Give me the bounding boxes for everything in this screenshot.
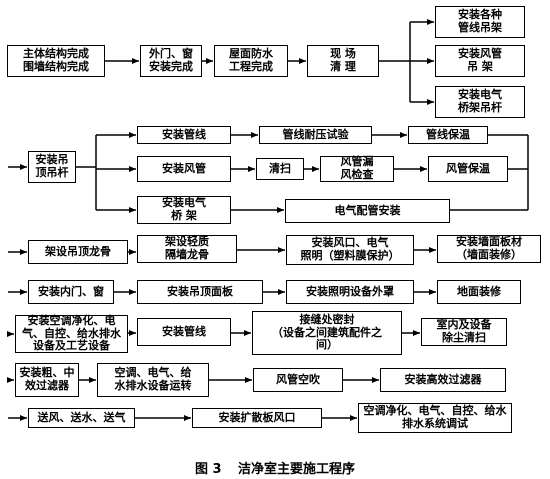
- process-box-b28-line: 接缝处密封: [299, 313, 355, 327]
- process-box-b15-line: 风管保温: [446, 161, 490, 175]
- process-box-b28: 接缝处密封（设备之间建筑配件之间）: [252, 311, 402, 355]
- process-box-b6-line: 安装风管: [458, 47, 502, 61]
- process-box-b9: 安装管线: [137, 126, 231, 144]
- process-box-b28-line: 间）: [316, 338, 338, 352]
- process-box-b19-line: 隔墙龙骨: [165, 248, 209, 261]
- process-box-b2: 外门、窗安装完成: [140, 45, 202, 77]
- process-box-b33-line: 安装高效过滤器: [404, 372, 482, 386]
- figure-caption: 图 3 洁净室主要施工程序: [0, 458, 550, 477]
- process-box-b29: 室内及设备除尘清扫: [421, 318, 507, 346]
- process-box-b6-line: 吊 架: [467, 60, 493, 73]
- process-box-b13-line: 清扫: [269, 161, 291, 175]
- process-box-b2-line: 安装完成: [149, 60, 193, 73]
- process-box-b28-line: （设备之间建筑配件之: [272, 325, 382, 339]
- process-box-b17: 电气配管安装: [285, 199, 450, 223]
- process-box-b32-line: 风管空吹: [276, 372, 320, 386]
- process-box-b7: 安装电气桥架吊杆: [435, 86, 525, 118]
- process-box-b20: 安装风口、电气照明（塑料膜保护）: [286, 235, 414, 265]
- process-box-b19: 架设轻质隔墙龙骨: [137, 235, 237, 263]
- process-box-b16-line: 安装电气: [162, 196, 206, 210]
- process-box-b1-line: 围墙结构完成: [23, 60, 89, 73]
- process-box-b11-line: 管线保温: [426, 127, 470, 141]
- process-box-b18-line: 架设吊顶龙骨: [45, 244, 111, 258]
- process-box-b19-line: 架设轻质: [165, 235, 209, 249]
- process-box-b21: 安装墙面板材（墙面装修）: [437, 235, 541, 263]
- process-box-b22-line: 安装内门、窗: [38, 284, 104, 298]
- process-box-b4-line: 清 理: [330, 60, 356, 73]
- process-box-b5: 安装各种管线吊架: [435, 6, 525, 38]
- process-box-b30: 安装粗、中效过滤器: [15, 363, 79, 397]
- process-box-b12: 安装风管: [137, 156, 231, 182]
- process-box-b14-line: 风管漏: [340, 155, 374, 169]
- process-box-b8-line: 顶吊杆: [35, 166, 69, 179]
- process-box-b8-line: 安装吊: [35, 153, 69, 167]
- process-box-b16-line: 桥 架: [171, 209, 197, 222]
- process-box-b36-line: 排水系统调试: [402, 417, 468, 430]
- process-box-b18: 架设吊顶龙骨: [28, 240, 128, 264]
- process-box-b34-line: 送风、送水、送气: [37, 410, 126, 424]
- process-box-b35: 安装扩散板风口: [192, 408, 322, 428]
- process-box-b1: 主体结构完成围墙结构完成: [7, 45, 105, 77]
- process-box-b30-line: 安装粗、中: [19, 366, 75, 380]
- figure-title: 洁净室主要施工程序: [238, 462, 356, 477]
- process-box-b31-line: 空调、电气、给: [114, 366, 192, 380]
- process-box-b26-line: 气、自控、给水排水: [22, 326, 121, 340]
- process-box-b11: 管线保温: [408, 126, 488, 144]
- process-box-b1-line: 主体结构完成: [23, 47, 89, 61]
- process-box-b5-line: 安装各种: [458, 8, 502, 22]
- process-box-b25-line: 地面装修: [457, 284, 501, 298]
- process-box-b29-line: 室内及设备: [436, 318, 492, 332]
- process-box-b21-line: （墙面装修）: [456, 248, 522, 261]
- process-box-b4-line: 现 场: [330, 47, 356, 61]
- process-box-b31: 空调、电气、给水排水设备运转: [97, 363, 209, 397]
- process-box-b30-line: 效过滤器: [25, 379, 69, 392]
- process-box-b4: 现 场清 理: [307, 45, 379, 77]
- process-box-b7-line: 桥架吊杆: [458, 101, 502, 114]
- process-box-b26-line: 设备及工艺设备: [33, 339, 110, 353]
- process-box-b3-line: 屋面防水: [229, 47, 273, 61]
- process-box-b23: 安装吊顶面板: [137, 280, 263, 304]
- process-box-b13: 清扫: [256, 158, 304, 180]
- process-box-b21-line: 安装墙面板材: [456, 235, 522, 249]
- process-box-b5-line: 管线吊架: [458, 21, 502, 34]
- process-box-b31-line: 水排水设备运转: [114, 379, 192, 392]
- process-box-b33: 安装高效过滤器: [380, 368, 506, 392]
- process-box-b27: 安装管线: [137, 318, 231, 346]
- process-box-b29-line: 除尘清扫: [442, 331, 486, 344]
- process-box-b34: 送风、送水、送气: [28, 408, 135, 428]
- process-box-b32: 风管空吹: [253, 368, 343, 392]
- process-box-b20-line: 安装风口、电气: [311, 236, 389, 250]
- process-box-b10: 管线耐压试验: [259, 126, 372, 144]
- process-box-b26-line: 安装空调净化、电: [27, 314, 116, 328]
- process-box-b6: 安装风管吊 架: [435, 45, 525, 77]
- figure-number: 图 3: [194, 462, 222, 477]
- process-box-b7-line: 安装电气: [458, 88, 502, 102]
- process-box-b25: 地面装修: [437, 280, 521, 304]
- process-box-b24-line: 安装照明设备外罩: [306, 284, 394, 298]
- process-box-b17-line: 电气配管安装: [334, 203, 401, 217]
- process-box-b20-line: 照明（塑料膜保护）: [300, 249, 400, 262]
- process-box-b3: 屋面防水工程完成: [214, 45, 288, 77]
- process-box-b9-line: 安装管线: [162, 127, 206, 141]
- process-box-b2-line: 外门、窗: [149, 47, 193, 61]
- process-box-b14-line: 风检查: [340, 168, 374, 181]
- process-box-b26: 安装空调净化、电气、自控、给水排水设备及工艺设备: [15, 314, 128, 353]
- process-box-b23-line: 安装吊顶面板: [167, 284, 233, 298]
- process-box-b8: 安装吊顶吊杆: [28, 151, 76, 183]
- process-box-b3-line: 工程完成: [229, 60, 273, 73]
- process-box-b12-line: 安装风管: [162, 161, 206, 175]
- process-box-b27-line: 安装管线: [162, 324, 206, 338]
- process-box-b36: 空调净化、电气、自控、给水排水系统调试: [358, 403, 512, 433]
- process-box-b35-line: 安装扩散板风口: [218, 410, 296, 424]
- process-box-b22: 安装内门、窗: [28, 280, 114, 304]
- process-box-b14: 风管漏风检查: [320, 156, 394, 182]
- process-box-b15: 风管保温: [428, 156, 508, 182]
- process-box-b36-line: 空调净化、电气、自控、给水: [363, 404, 507, 418]
- process-box-b24: 安装照明设备外罩: [286, 280, 414, 304]
- process-box-b16: 安装电气桥 架: [137, 196, 231, 224]
- process-box-b10-line: 管线耐压试验: [282, 127, 349, 141]
